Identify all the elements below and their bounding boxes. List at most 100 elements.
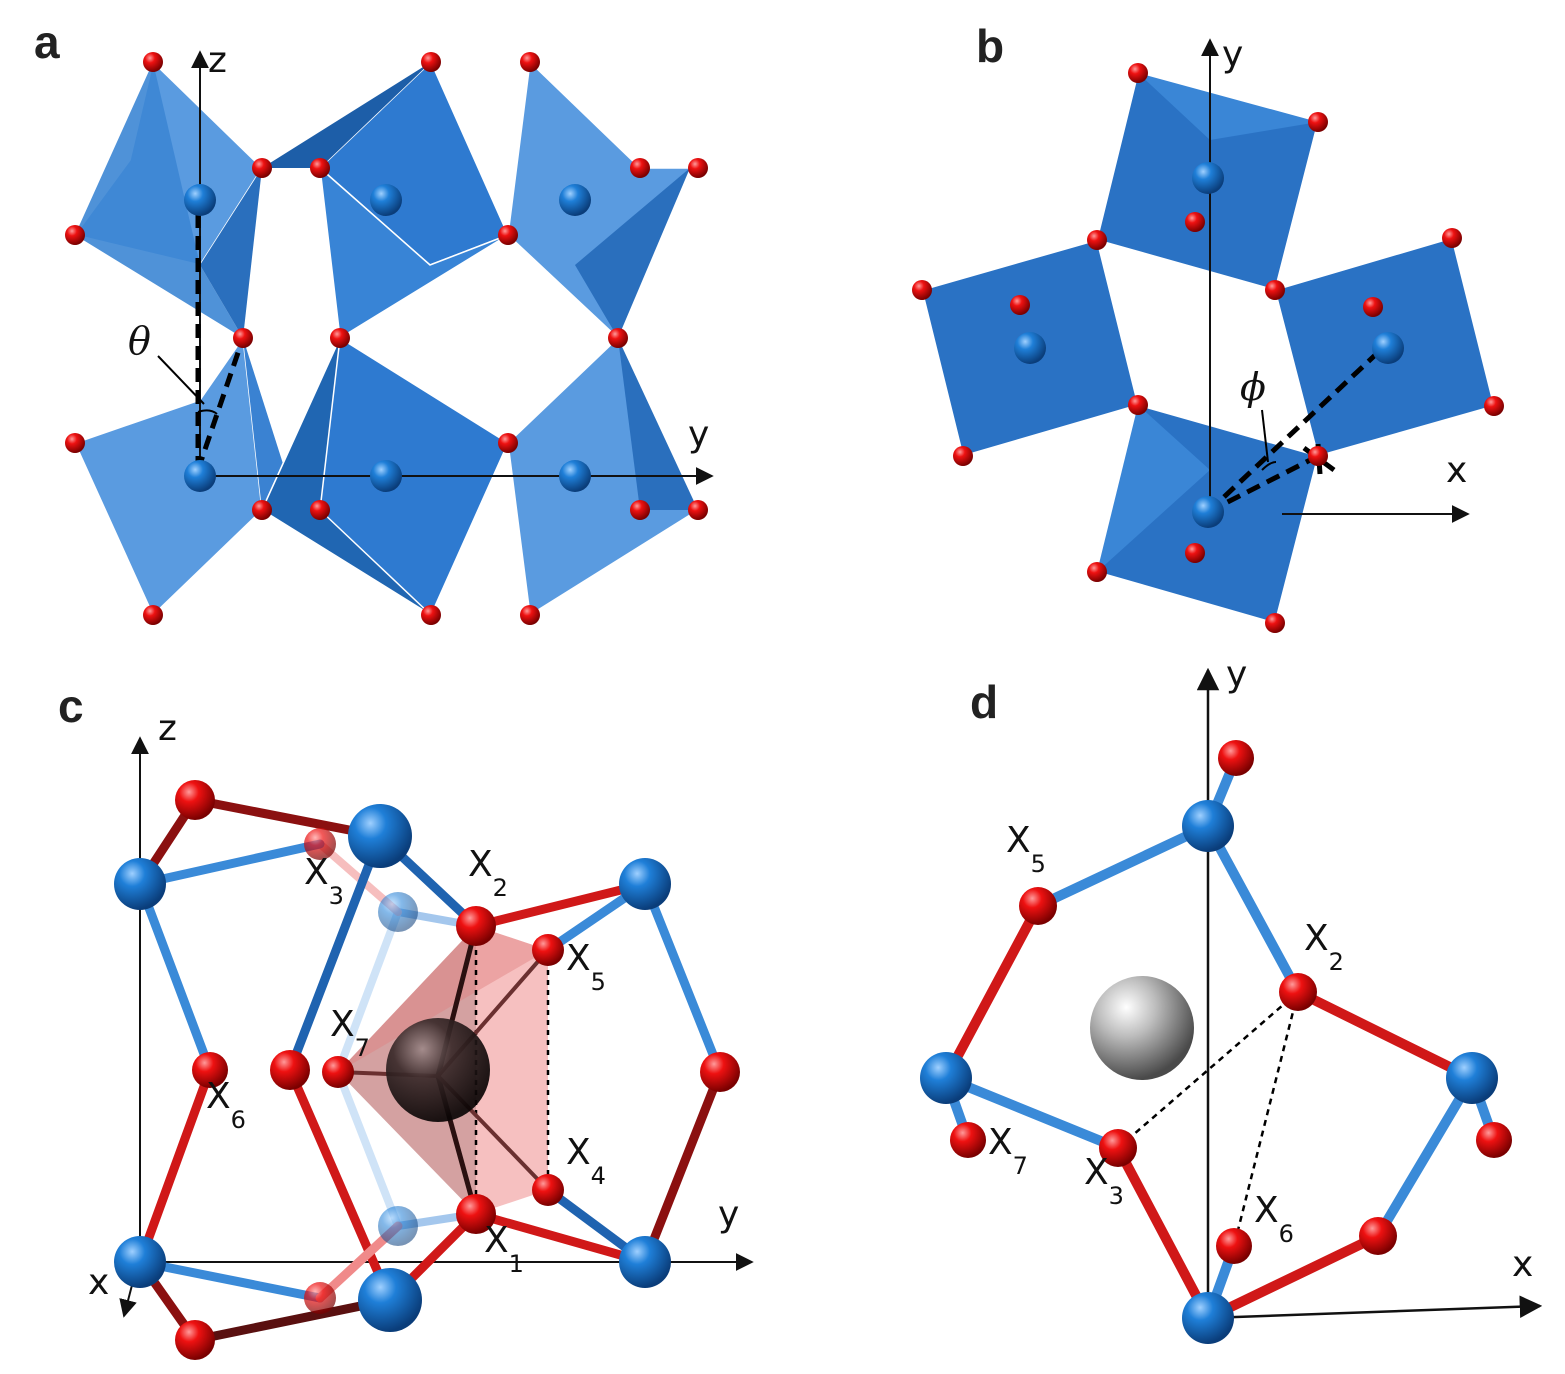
b-site-atom <box>1372 332 1404 364</box>
axis-label-x: x <box>1446 450 1467 491</box>
x-site-atom <box>953 446 973 466</box>
x-site-atom <box>143 52 163 72</box>
tilt-octahedron-axis <box>195 337 246 471</box>
octahedron <box>1097 405 1210 572</box>
b-site-atom <box>370 184 402 216</box>
x-site-atom <box>421 52 441 72</box>
x-site-atom <box>498 225 518 245</box>
x-site-atom <box>498 433 518 453</box>
site-label-x1: X1 <box>484 1220 524 1278</box>
site-label-x5: X5 <box>566 938 606 996</box>
x-site-atom-x7 <box>950 1122 986 1158</box>
x-site-atom-x5 <box>532 934 564 966</box>
x-site-atom <box>688 158 708 178</box>
site-label-x4: X4 <box>566 1132 606 1190</box>
panel-label-d: d <box>970 676 998 728</box>
x-site-atom-x3 <box>1099 1129 1137 1167</box>
atoms-panel-a <box>65 52 708 625</box>
panel-a: a z y θ <box>34 16 714 625</box>
b-site-atom <box>559 184 591 216</box>
b-site-atom <box>184 184 216 216</box>
b-site-atom <box>1182 1292 1234 1344</box>
x-site-atom <box>175 780 215 820</box>
b-site-atom <box>1182 800 1234 852</box>
x-site-atom <box>1265 280 1285 300</box>
x-site-atom <box>1128 63 1148 83</box>
x-site-atom <box>330 328 350 348</box>
x-site-atom <box>233 328 253 348</box>
octahedron <box>618 338 698 510</box>
x-site-atom <box>1087 230 1107 250</box>
b-site-atom <box>1014 332 1046 364</box>
b-site-atom <box>619 858 671 910</box>
x-site-atom <box>1484 396 1504 416</box>
x-site-atom-x7 <box>322 1056 354 1088</box>
octahedron <box>243 338 285 510</box>
x-site-atom <box>1087 562 1107 582</box>
b-site-atom <box>920 1052 972 1104</box>
site-label-x3: X3 <box>1084 1152 1124 1210</box>
octahedra-panel-a <box>73 60 699 617</box>
b-site-atom <box>619 1236 671 1288</box>
x-site-atom <box>1218 740 1254 776</box>
axis-label-z: z <box>208 40 227 81</box>
a-site-cation <box>1090 976 1194 1080</box>
site-label-x2: X2 <box>1304 918 1344 976</box>
phi-leader <box>1261 409 1269 463</box>
b-site-atom <box>114 858 166 910</box>
x-site-atom <box>630 158 650 178</box>
x-site-atom-x4 <box>532 1174 564 1206</box>
atoms-panel-d <box>920 740 1512 1344</box>
x-site-atom <box>65 225 85 245</box>
panel-c: c z y x <box>58 680 754 1360</box>
x-site-atom <box>520 605 540 625</box>
contact-lines-panel-d <box>1117 991 1300 1247</box>
x-site-atom-x6 <box>1216 1228 1252 1264</box>
b-site-atom <box>370 460 402 492</box>
x-site-atom <box>143 605 163 625</box>
x-site-atom <box>270 1050 310 1090</box>
x-site-atom-x5 <box>1019 887 1057 925</box>
site-labels-panel-c: X1 X2 X3 X4 X5 X6 X7 <box>206 844 606 1278</box>
b-site-atom <box>348 804 412 868</box>
x-site-atom <box>1363 297 1383 317</box>
x-site-atom <box>310 158 330 178</box>
x-site-atom <box>912 280 932 300</box>
x-site-atom <box>688 500 708 520</box>
panel-label-b: b <box>976 20 1004 72</box>
b-site-atom <box>184 460 216 492</box>
octahedron <box>262 62 431 168</box>
b-site-atom <box>114 1236 166 1288</box>
x-site-atom <box>630 500 650 520</box>
site-labels-panel-d: X2 X3 X5 X6 X7 <box>988 820 1344 1248</box>
x-site-atom-x2 <box>456 906 496 946</box>
panel-label-a: a <box>34 16 60 68</box>
phi-arc <box>1261 461 1277 471</box>
b-site-atom <box>358 1268 422 1332</box>
x-site-atom <box>1308 446 1328 466</box>
x-site-atom <box>1442 228 1462 248</box>
b-site-atom-faded <box>378 1206 418 1246</box>
x-site-atom <box>252 158 272 178</box>
axis-label-y: y <box>1222 34 1243 75</box>
atoms-panel-c <box>114 780 740 1360</box>
axis-label-y: y <box>688 414 709 455</box>
site-label-x3: X3 <box>304 852 344 910</box>
panel-b: b y x ϕ <box>912 20 1504 633</box>
x-site-atom <box>1265 613 1285 633</box>
site-label-x6: X6 <box>206 1076 246 1134</box>
x-site-atom-x2 <box>1279 973 1317 1011</box>
b-site-atom <box>1192 162 1224 194</box>
x-site-atom <box>421 605 441 625</box>
x-site-atom <box>1185 212 1205 232</box>
x-site-atom <box>1185 543 1205 563</box>
x-site-atom-x1 <box>456 1194 496 1234</box>
octahedra-panel-b <box>921 72 1495 624</box>
x-site-atom <box>1128 395 1148 415</box>
site-label-x7: X7 <box>330 1004 370 1062</box>
x-site-atom <box>310 500 330 520</box>
x-site-atom <box>1476 1122 1512 1158</box>
theta-leader <box>157 355 205 405</box>
b-site-atom <box>559 460 591 492</box>
